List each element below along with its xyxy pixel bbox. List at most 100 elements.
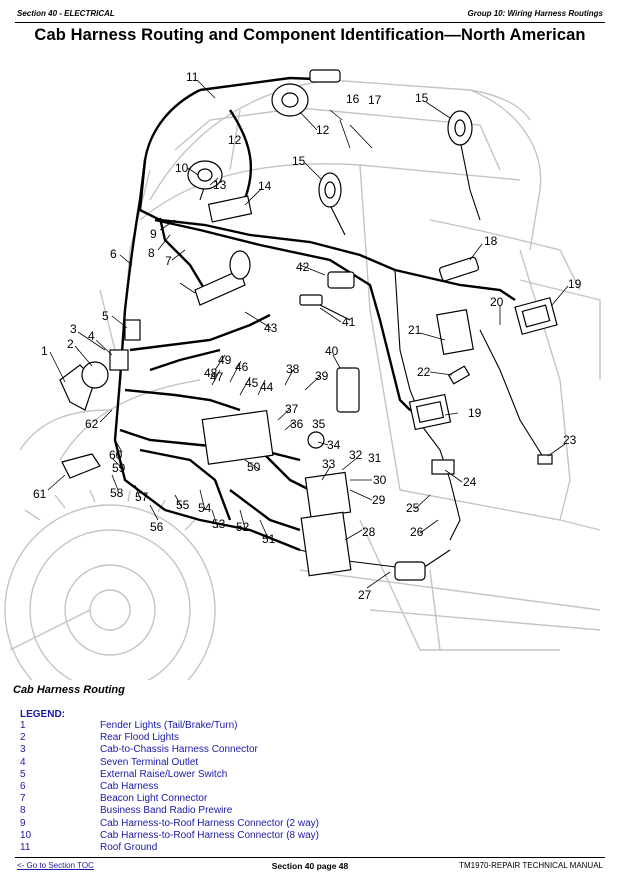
- callout-57: 57: [135, 490, 149, 504]
- legend-desc: Business Band Radio Prewire: [100, 805, 233, 817]
- legend-desc: Cab Harness: [100, 780, 159, 792]
- legend-item: 4 Seven Terminal Outlet: [20, 757, 580, 769]
- callout-2: 2: [67, 337, 74, 351]
- callout-44: 44: [260, 380, 274, 394]
- legend-item: 8 Business Band Radio Prewire: [20, 805, 580, 817]
- beacon-61-icon: [61, 453, 101, 479]
- legend-item: 2 Rear Flood Lights: [20, 732, 580, 744]
- callout-41: 41: [342, 315, 356, 329]
- legend-desc: Cab-to-Chassis Harness Connector: [100, 744, 258, 756]
- module-40-icon: [336, 367, 360, 413]
- callout-51: 51: [262, 532, 276, 546]
- legend-num: 11: [20, 841, 31, 853]
- switch-21-icon: [436, 309, 474, 355]
- callout-30: 30: [373, 473, 387, 487]
- legend-num: 8: [20, 805, 26, 817]
- legend-num: 3: [20, 744, 26, 756]
- callout-28: 28: [362, 525, 376, 539]
- callout-12b: 12: [316, 123, 330, 137]
- callout-17: 17: [368, 93, 382, 107]
- relay-block-icon: [304, 471, 352, 519]
- callout-29: 29: [372, 493, 386, 507]
- legend-num: 4: [20, 756, 26, 768]
- legend-desc: Beacon Light Connector: [100, 793, 208, 805]
- group-label: Group 10: Wiring Harness Routings: [467, 9, 604, 18]
- callout-50: 50: [247, 460, 261, 474]
- callout-46: 46: [235, 360, 249, 374]
- manual-name: TM1970-REPAIR TECHNICAL MANUAL: [459, 861, 603, 870]
- harness-wires: [113, 76, 516, 552]
- callout-61: 61: [33, 487, 47, 501]
- page-header: Section 40 - ELECTRICAL Group 10: Wiring…: [17, 9, 603, 23]
- callout-48: 48: [204, 366, 218, 380]
- components: [59, 69, 558, 581]
- callout-15b: 15: [292, 154, 306, 168]
- callout-8: 8: [148, 246, 155, 260]
- legend-desc: Roof Ground: [100, 841, 158, 853]
- connector-41-icon: [299, 294, 323, 306]
- callout-9: 9: [150, 227, 157, 241]
- legend-desc: Rear Flood Lights: [100, 732, 179, 744]
- callout-60: 60: [109, 448, 123, 462]
- callout-33: 33: [322, 457, 336, 471]
- callout-22: 22: [417, 365, 431, 379]
- callout-36: 36: [290, 417, 304, 431]
- callout-39: 39: [315, 369, 329, 383]
- legend-item: 3 Cab-to-Chassis Harness Connector: [20, 744, 580, 756]
- callout-25: 25: [406, 501, 420, 515]
- callout-55: 55: [176, 498, 190, 512]
- connector-18-icon: [438, 256, 480, 282]
- callout-35: 35: [312, 417, 326, 431]
- page-title: Cab Harness Routing and Component Identi…: [34, 26, 586, 44]
- work-light-icon: [194, 269, 246, 306]
- callout-15a: 15: [415, 91, 429, 105]
- callout-38: 38: [286, 362, 300, 376]
- callout-24: 24: [463, 475, 477, 489]
- callout-21: 21: [408, 323, 422, 337]
- legend-num: 10: [20, 829, 32, 841]
- legend-heading: LEGEND:: [20, 709, 65, 720]
- buzzer-34-icon: [307, 431, 325, 449]
- callout-20: 20: [490, 295, 504, 309]
- callout-14: 14: [258, 179, 272, 193]
- sensor-23-icon: [537, 454, 553, 465]
- callout-43: 43: [264, 321, 278, 335]
- legend-item: 11 Roof Ground: [20, 842, 580, 854]
- callout-59: 59: [112, 461, 126, 475]
- section-toc-link[interactable]: <- Go to Section TOC: [17, 861, 94, 870]
- callout-53: 53: [212, 517, 226, 531]
- callout-62: 62: [85, 417, 99, 431]
- callout-19a: 19: [568, 277, 582, 291]
- rear-wheel: [4, 489, 216, 680]
- legend-desc: Seven Terminal Outlet: [100, 756, 199, 768]
- callout-23: 23: [563, 433, 577, 447]
- seven-terminal-outlet-icon: [109, 349, 129, 371]
- figure-caption: Cab Harness Routing: [13, 684, 125, 696]
- callout-5: 5: [102, 309, 109, 323]
- sensor-22-icon: [447, 365, 471, 385]
- callout-1: 1: [41, 344, 48, 358]
- header-rule: [15, 22, 605, 23]
- footer-rule: [15, 857, 605, 858]
- callout-6: 6: [110, 247, 117, 261]
- connector-27-icon: [394, 561, 426, 581]
- legend-num: 1: [20, 720, 26, 731]
- callout-52: 52: [236, 520, 250, 534]
- callout-45: 45: [245, 376, 259, 390]
- callout-47: 47: [210, 370, 224, 384]
- fuse-block-icon: [201, 409, 274, 465]
- callout-10: 10: [175, 161, 189, 175]
- legend-num: 2: [20, 732, 26, 744]
- callout-12a: 12: [228, 133, 242, 147]
- callout-56: 56: [150, 520, 164, 534]
- callout-7: 7: [165, 254, 172, 268]
- callout-26: 26: [410, 525, 424, 539]
- callout-19b: 19: [468, 406, 482, 420]
- callout-34: 34: [327, 438, 341, 452]
